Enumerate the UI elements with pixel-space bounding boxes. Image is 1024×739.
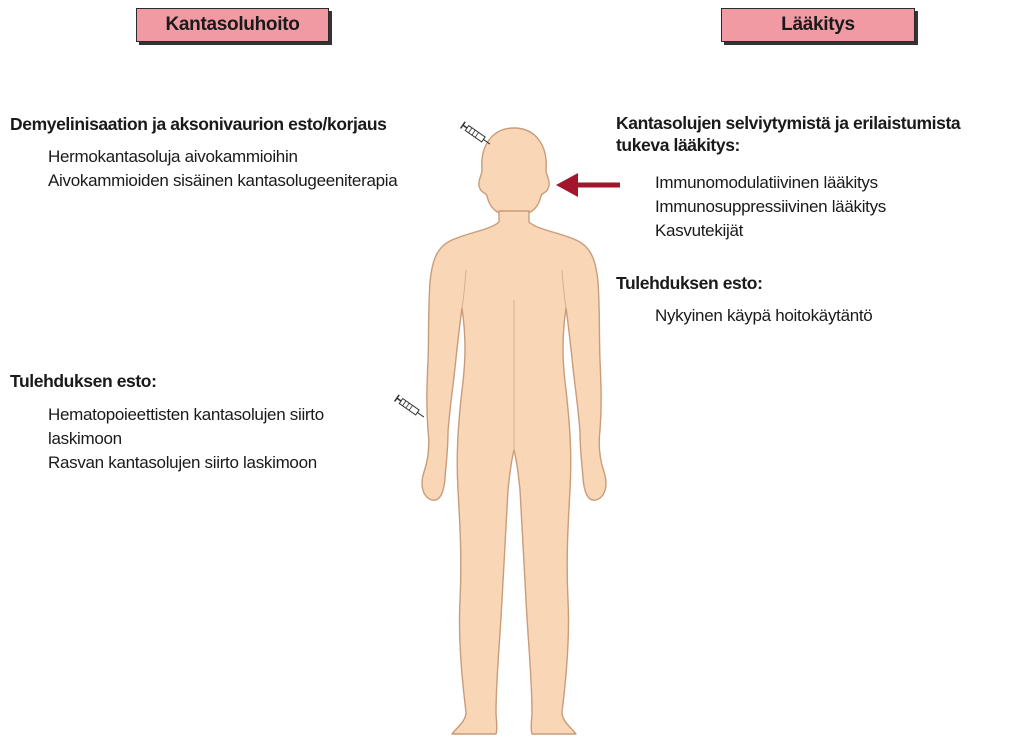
arrow-left-icon xyxy=(556,173,620,197)
left-section1-item: Aivokammioiden sisäinen kantasolugeenite… xyxy=(48,170,397,192)
right-section1-item: Immunomodulatiivinen lääkitys xyxy=(655,172,878,194)
header-medication: Lääkitys xyxy=(721,8,915,42)
left-section1-item: Hermokantasoluja aivokammioihin xyxy=(48,146,298,168)
header-stem-cell-therapy: Kantasoluhoito xyxy=(136,8,329,42)
right-section1-title-cont: tukeva lääkitys: xyxy=(616,135,740,156)
right-section1-item: Kasvutekijät xyxy=(655,220,743,242)
left-section2-item: laskimoon xyxy=(48,428,122,450)
left-section2-item: Rasvan kantasolujen siirto laskimoon xyxy=(48,452,317,474)
right-section2-item: Nykyinen käypä hoitokäytäntö xyxy=(655,305,872,327)
right-section1-item: Immunosuppressiivinen lääkitys xyxy=(655,196,886,218)
left-section2-title: Tulehduksen esto: xyxy=(10,371,157,392)
left-section2-item: Hematopoieettisten kantasolujen siirto xyxy=(48,404,324,426)
right-section2-title: Tulehduksen esto: xyxy=(616,273,763,294)
syringe-icon xyxy=(395,395,427,420)
left-section1-title: Demyelinisaation ja aksonivaurion esto/k… xyxy=(10,114,386,135)
right-section1-title: Kantasolujen selviytymistä ja erilaistum… xyxy=(616,113,960,134)
